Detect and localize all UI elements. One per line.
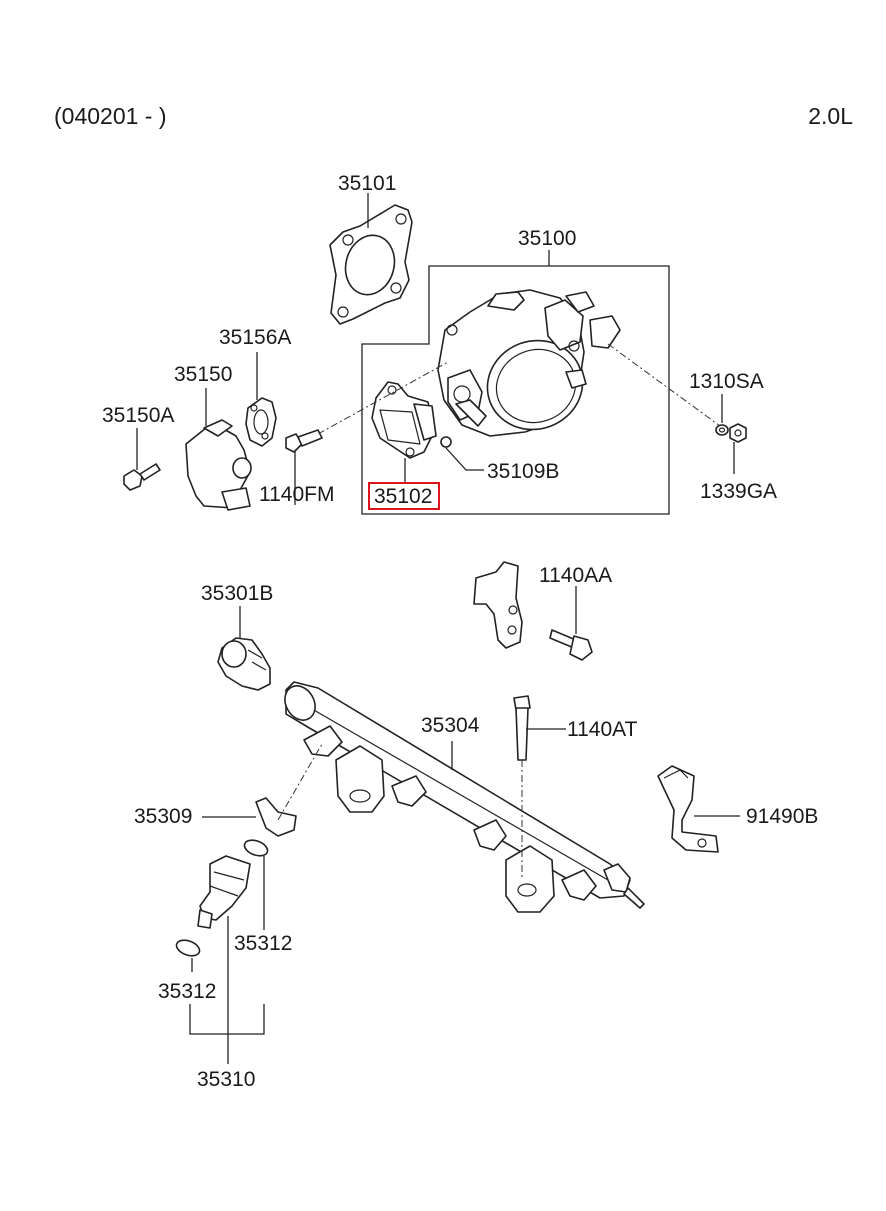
assembly-line-nut bbox=[607, 343, 721, 427]
bolt-1140AT[interactable] bbox=[513, 695, 531, 761]
actuator-gasket-35156A[interactable] bbox=[245, 397, 277, 447]
part-label-1339GA[interactable]: 1339GA bbox=[700, 480, 777, 503]
part-label-35102[interactable]: 35102 bbox=[374, 485, 432, 508]
assembly-line-bolt bbox=[317, 361, 449, 435]
fuel-rail[interactable] bbox=[279, 680, 645, 913]
bolt-1140FM[interactable] bbox=[285, 429, 323, 453]
part-label-35304[interactable]: 35304 bbox=[421, 714, 480, 737]
washer-1310SA[interactable] bbox=[715, 424, 729, 436]
part-label-1140AT[interactable]: 1140AT bbox=[567, 718, 638, 741]
mounting-bracket[interactable] bbox=[473, 561, 523, 649]
fuel-injector[interactable] bbox=[197, 855, 251, 929]
part-label-91490B[interactable]: 91490B bbox=[746, 805, 818, 828]
injector-o-ring-lower[interactable] bbox=[174, 937, 201, 958]
part-label-35101[interactable]: 35101 bbox=[338, 172, 396, 195]
part-label-35150A[interactable]: 35150A bbox=[102, 404, 174, 427]
date-range-label: (040201 - ) bbox=[54, 103, 167, 129]
bolt-1140AA[interactable] bbox=[549, 629, 593, 661]
highlighted-part-box bbox=[368, 482, 440, 510]
part-label-35100[interactable]: 35100 bbox=[518, 227, 576, 250]
throttle-body-gasket[interactable] bbox=[329, 204, 413, 325]
throttle-body[interactable] bbox=[437, 289, 621, 443]
part-label-1310SA[interactable]: 1310SA bbox=[689, 370, 764, 393]
injector-clip[interactable] bbox=[255, 797, 297, 837]
part-label-35109B[interactable]: 35109B bbox=[487, 460, 559, 483]
nut-1339GA[interactable] bbox=[729, 423, 747, 443]
part-label-1140FM[interactable]: 1140FM bbox=[259, 483, 334, 506]
part-label-1140AA[interactable]: 1140AA bbox=[539, 564, 612, 587]
o-ring-35109B[interactable] bbox=[440, 436, 452, 448]
idle-speed-actuator[interactable] bbox=[185, 419, 252, 511]
part-label-35312-upper[interactable]: 35312 bbox=[234, 932, 292, 955]
throttle-position-sensor[interactable] bbox=[371, 381, 437, 459]
part-label-35301B[interactable]: 35301B bbox=[201, 582, 273, 605]
engine-label: 2.0L bbox=[808, 103, 853, 129]
part-label-35150[interactable]: 35150 bbox=[174, 363, 232, 386]
part-label-35312-lower[interactable]: 35312 bbox=[158, 980, 216, 1003]
injector-o-ring-upper[interactable] bbox=[242, 837, 269, 858]
fuel-pressure-regulator[interactable] bbox=[217, 637, 271, 691]
part-label-35156A[interactable]: 35156A bbox=[219, 326, 291, 349]
part-label-35309[interactable]: 35309 bbox=[134, 805, 192, 828]
throttle-body-group-frame bbox=[361, 265, 670, 515]
part-label-35310[interactable]: 35310 bbox=[197, 1068, 255, 1091]
screw-35150A[interactable] bbox=[123, 463, 161, 491]
fuel-line-bracket[interactable] bbox=[657, 765, 719, 853]
